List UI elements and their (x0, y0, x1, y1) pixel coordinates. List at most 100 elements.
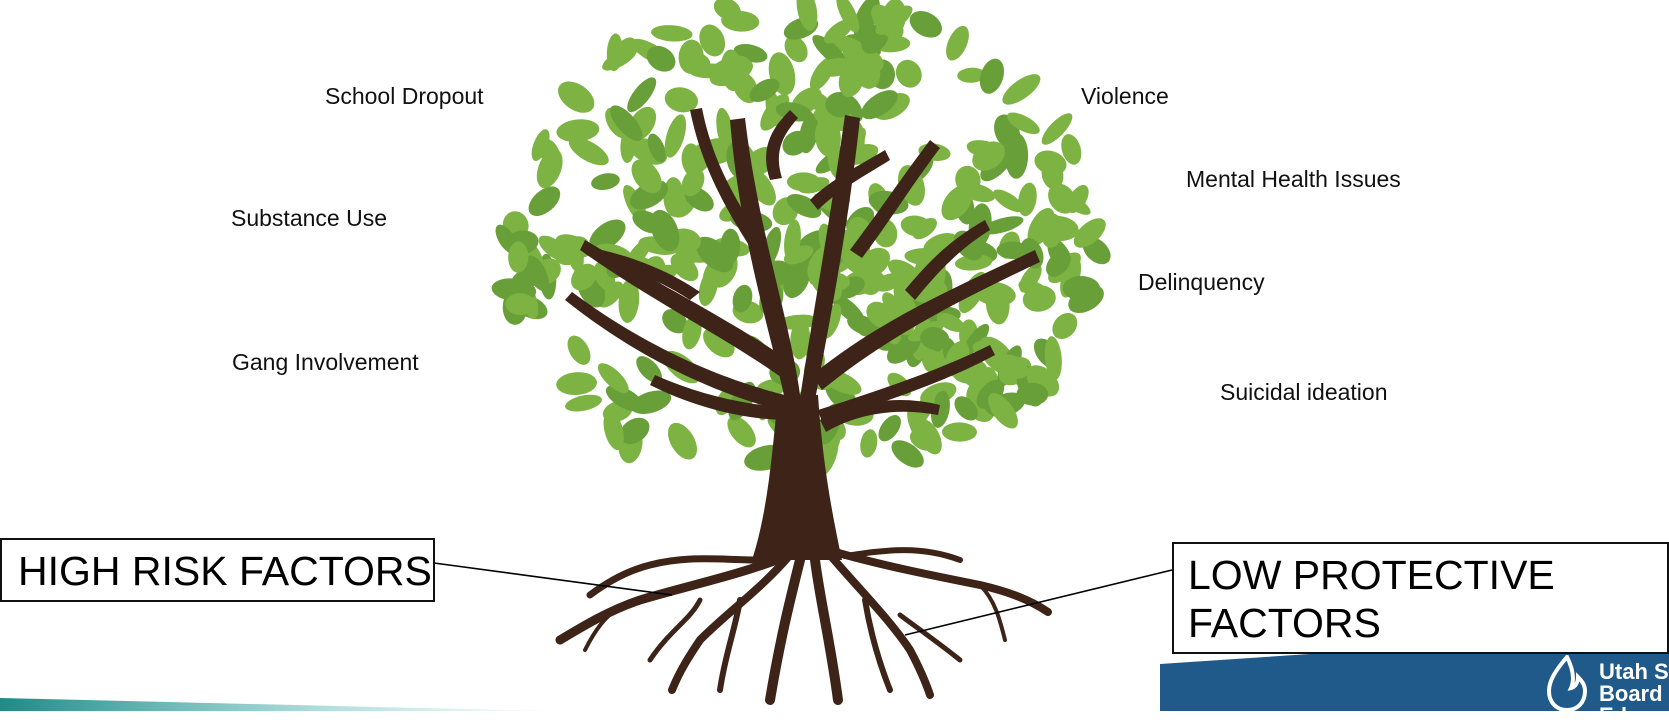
leaf-shape (823, 19, 854, 44)
leaf-shape (878, 415, 901, 442)
leaf-shape (1005, 133, 1029, 179)
leaf-shape (836, 0, 860, 33)
leaf-shape (650, 209, 680, 252)
root-shape (810, 555, 843, 705)
connector-high-risk (433, 562, 673, 596)
leaf-shape (960, 183, 996, 203)
leaf-shape (954, 254, 993, 271)
leaf-shape (814, 117, 841, 157)
leaf-shape (853, 0, 880, 39)
leaf-shape (796, 0, 818, 31)
leaf-shape (567, 335, 591, 365)
leaf-shape (698, 269, 718, 306)
leaf-shape (631, 159, 662, 194)
leaf-shape (647, 133, 666, 163)
leaf-shape (610, 105, 643, 142)
leaf-shape (605, 385, 644, 412)
root-shape (842, 547, 963, 563)
leaf-shape (930, 390, 950, 428)
leaf-shape (589, 219, 626, 251)
leaf-shape (571, 263, 597, 291)
leaf-shape (957, 67, 986, 83)
leaf-shape (1044, 336, 1062, 381)
leaf-shape (1061, 134, 1082, 165)
leaf-shape (720, 228, 741, 264)
outcome-label: Substance Use (231, 205, 387, 231)
low-protective-factors-box: LOW PROTECTIVE FACTORS (1172, 542, 1669, 654)
leaf-shape (798, 177, 830, 194)
root-shape (897, 612, 963, 663)
root-shape (668, 551, 794, 694)
leaf-shape (721, 10, 760, 32)
leaf-shape (591, 173, 620, 191)
leaf-shape (1053, 188, 1091, 215)
leaf-shape (838, 242, 881, 274)
leaf-shape (727, 416, 756, 448)
root-shape (831, 548, 1052, 616)
outcome-label: School Dropout (325, 83, 484, 109)
leaf-shape (538, 235, 570, 262)
outcome-label: Mental Health Issues (1186, 166, 1401, 192)
leaf-shape (528, 186, 561, 216)
leaf-shape (749, 78, 780, 102)
leaf-shape (1018, 182, 1037, 217)
root-shape (862, 597, 893, 693)
leaf-shape (972, 141, 1005, 171)
root-shape (765, 555, 805, 705)
leaf-shape (825, 91, 855, 118)
flame-logo-icon (1546, 655, 1588, 711)
root-shape (647, 597, 703, 663)
leaf-shape (790, 319, 811, 360)
root-shape (583, 598, 642, 652)
leaf-shape (1016, 382, 1049, 406)
leaf-shape (558, 81, 595, 113)
leaf-shape (556, 119, 600, 142)
leaf-shape (646, 45, 676, 72)
leaf-shape (861, 90, 898, 120)
leaf-shape (988, 393, 1018, 429)
outcome-label: Gang Involvement (232, 349, 419, 375)
slide: School Dropout Substance Use Gang Involv… (0, 0, 1669, 711)
leaf-shape (531, 129, 550, 161)
root-shape (826, 551, 934, 699)
leaf-shape (1022, 285, 1056, 312)
outcome-label: Violence (1081, 83, 1169, 109)
leaf-shape (784, 219, 801, 262)
connector-lines (433, 562, 1173, 636)
leaf-shape (732, 284, 753, 313)
leaf-shape (1041, 113, 1073, 145)
leaf-shape (565, 394, 602, 412)
leaf-shape (1073, 218, 1106, 248)
leaf-shape (887, 259, 922, 285)
leaf-shape (936, 312, 965, 333)
leaf-shape (954, 396, 978, 421)
leaf-shape (597, 363, 629, 394)
leaf-shape (909, 11, 942, 38)
leaf-shape (985, 283, 1010, 325)
leaf-shape (568, 137, 609, 166)
leaf-shape (895, 59, 922, 88)
outcome-label: Delinquency (1138, 269, 1265, 295)
root-shape (978, 583, 1007, 642)
high-risk-factors-box: HIGH RISK FACTORS (0, 538, 435, 602)
leaf-shape (993, 189, 1024, 213)
leaf-shape (782, 130, 809, 156)
leaf-shape (627, 77, 657, 113)
leaf-shape (1006, 112, 1040, 135)
low-protective-factors-label-line1: LOW PROTECTIVE (1188, 552, 1555, 598)
leaf-shape (606, 33, 623, 72)
leaf-shape (1046, 250, 1071, 277)
leaf-shape (681, 168, 705, 197)
leaf-shape (1062, 275, 1101, 302)
leaf-shape (995, 354, 1029, 379)
leaf-shape (536, 149, 563, 189)
leaf-shape (664, 87, 699, 113)
tree-illustration (491, 0, 1111, 705)
leaf-shape (786, 194, 822, 218)
leaf-shape (709, 58, 753, 87)
leaf-shape (555, 234, 592, 258)
leaf-shape (525, 255, 549, 292)
logo-text-line3: Educa (1599, 703, 1666, 728)
leaf-shape (920, 327, 950, 350)
leaf-shape (695, 236, 734, 273)
